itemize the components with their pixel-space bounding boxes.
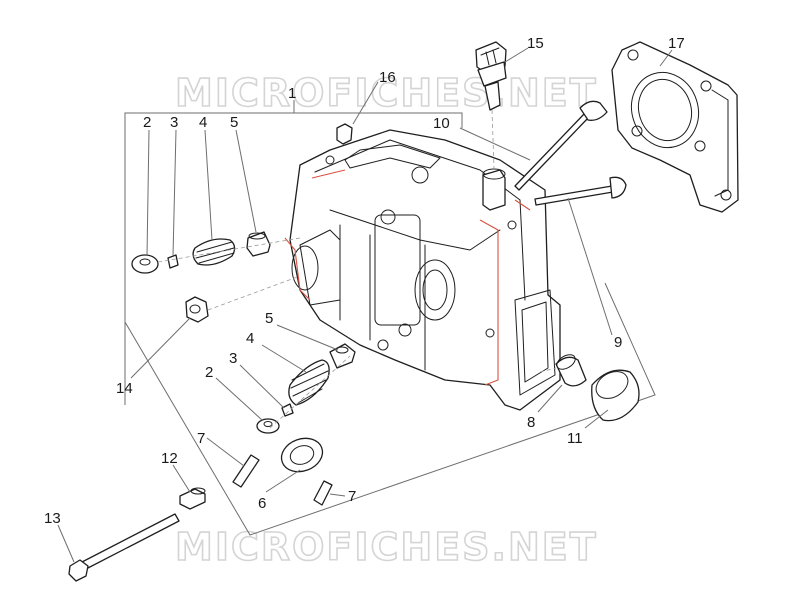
part-12-bushing bbox=[179, 487, 206, 510]
part-7-dowel-pin-right bbox=[313, 480, 333, 506]
part-5-upper-valve-seal bbox=[246, 231, 271, 257]
assembly-frame bbox=[124, 100, 656, 536]
callout-10: 10 bbox=[433, 115, 450, 132]
part-10-valve bbox=[514, 100, 608, 191]
part-3-upper-collet bbox=[167, 254, 179, 269]
callout-3-lower: 3 bbox=[229, 350, 237, 367]
callout-1: 1 bbox=[288, 85, 296, 102]
cylinder-head bbox=[284, 129, 561, 411]
callout-8: 8 bbox=[527, 414, 535, 431]
callout-4-lower: 4 bbox=[246, 330, 254, 347]
assembly-lines bbox=[157, 109, 557, 429]
part-3-lower-collet bbox=[281, 403, 294, 417]
callout-2-upper: 2 bbox=[143, 114, 151, 131]
callout-2-lower: 2 bbox=[205, 364, 213, 381]
callout-17: 17 bbox=[668, 35, 685, 52]
callout-12: 12 bbox=[161, 450, 178, 467]
part-5-lower-valve-seal bbox=[329, 343, 356, 369]
callout-16: 16 bbox=[379, 69, 396, 86]
callout-14: 14 bbox=[116, 380, 133, 397]
callout-11: 11 bbox=[567, 430, 583, 447]
callout-3-upper: 3 bbox=[170, 114, 178, 131]
watermark-bottom: MICROFICHES.NET bbox=[175, 525, 598, 569]
part-4-lower-valve-spring bbox=[288, 359, 330, 406]
part-11-needle-bearing bbox=[591, 369, 640, 422]
part-15-temperature-sensor bbox=[475, 41, 507, 111]
part-4-upper-valve-spring bbox=[192, 238, 236, 266]
callout-5-upper: 5 bbox=[230, 114, 238, 131]
part-17-head-gasket bbox=[611, 41, 739, 213]
part-6-gasket-ring bbox=[280, 437, 324, 473]
callout-9: 9 bbox=[614, 334, 622, 351]
part-13-stud-bolt bbox=[68, 513, 180, 582]
callout-4-upper: 4 bbox=[199, 114, 207, 131]
callout-labels: 1 2 3 4 5 16 15 17 10 5 4 3 2 14 7 12 6 … bbox=[44, 35, 685, 527]
part-2-upper-spring-retainer bbox=[131, 254, 159, 274]
part-8-roller-bearing bbox=[555, 354, 587, 387]
callout-5-lower: 5 bbox=[265, 310, 273, 327]
part-14-bush bbox=[185, 296, 209, 323]
callout-13: 13 bbox=[44, 510, 61, 527]
callout-7-left: 7 bbox=[197, 430, 205, 447]
callout-6: 6 bbox=[258, 495, 266, 512]
leader-lines bbox=[57, 47, 673, 563]
part-16-pin bbox=[336, 123, 353, 145]
callout-7-right: 7 bbox=[348, 488, 356, 505]
part-2-lower-spring-retainer bbox=[256, 418, 280, 434]
watermark-top: MICROFICHES.NET bbox=[175, 71, 598, 115]
part-7-dowel-pin-left bbox=[232, 454, 260, 488]
part-9-valve bbox=[534, 176, 627, 206]
callout-15: 15 bbox=[527, 35, 544, 52]
